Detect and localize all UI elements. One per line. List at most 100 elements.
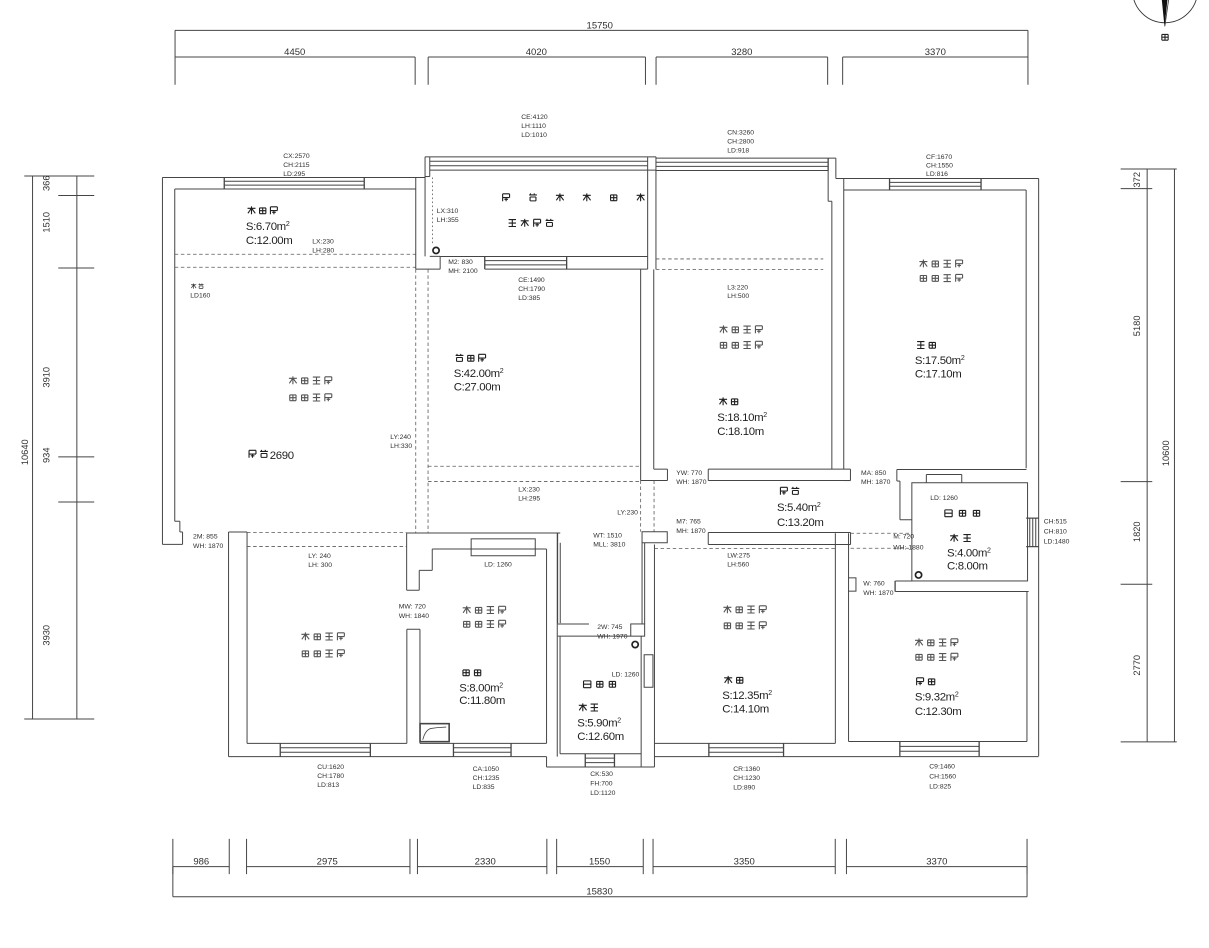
- svg-text:LD:890: LD:890: [733, 784, 755, 791]
- svg-text:WH: 1880: WH: 1880: [893, 544, 923, 551]
- svg-text:CH:1230: CH:1230: [733, 775, 760, 782]
- svg-text:LH:295: LH:295: [518, 495, 540, 502]
- svg-text:3910: 3910: [41, 367, 51, 388]
- svg-text:C:12.60m: C:12.60m: [577, 731, 624, 743]
- svg-text:LD:825: LD:825: [929, 783, 951, 790]
- svg-text:934: 934: [41, 447, 51, 463]
- svg-text:CU:1620: CU:1620: [317, 764, 344, 771]
- svg-text:S:42.00m2: S:42.00m2: [454, 368, 504, 380]
- svg-text:MLL: 3810: MLL: 3810: [593, 541, 625, 548]
- svg-text:LW:275: LW:275: [727, 552, 750, 559]
- svg-text:S:5.40m2: S:5.40m2: [777, 502, 821, 514]
- svg-text:LY: 240: LY: 240: [308, 553, 331, 560]
- svg-text:C:14.10m: C:14.10m: [722, 703, 769, 715]
- svg-text:WH: 1870: WH: 1870: [193, 543, 223, 550]
- svg-text:366: 366: [41, 175, 51, 191]
- svg-text:LD: 1260: LD: 1260: [484, 561, 512, 568]
- svg-text:FH:700: FH:700: [590, 780, 613, 787]
- svg-text:10600: 10600: [1161, 440, 1171, 466]
- svg-text:CH:1560: CH:1560: [929, 773, 956, 780]
- svg-text:M7: 765: M7: 765: [676, 518, 701, 525]
- svg-text:L3:220: L3:220: [727, 284, 748, 291]
- svg-text:372: 372: [1132, 172, 1142, 188]
- svg-text:S:4.00m2: S:4.00m2: [947, 547, 991, 559]
- svg-text:10640: 10640: [20, 439, 30, 465]
- svg-text:C:11.80m: C:11.80m: [459, 695, 505, 707]
- svg-text:LD:1010: LD:1010: [521, 132, 547, 139]
- svg-text:LH: 300: LH: 300: [308, 562, 332, 569]
- svg-text:CE:4120: CE:4120: [521, 114, 548, 121]
- svg-text:S:6.70m2: S:6.70m2: [246, 221, 290, 233]
- svg-text:2M: 855: 2M: 855: [193, 533, 218, 540]
- svg-text:WH: 1870: WH: 1870: [676, 479, 706, 486]
- svg-text:LH:355: LH:355: [437, 217, 459, 224]
- svg-text:M2: 830: M2: 830: [448, 259, 473, 266]
- svg-text:MW: 720: MW: 720: [399, 603, 426, 610]
- svg-text:CH:1780: CH:1780: [317, 773, 344, 780]
- svg-text:3370: 3370: [926, 856, 947, 867]
- svg-text:1510: 1510: [41, 212, 51, 233]
- svg-text:2770: 2770: [1132, 655, 1142, 676]
- svg-text:CH:1235: CH:1235: [473, 775, 500, 782]
- svg-text:LD:1120: LD:1120: [590, 790, 615, 797]
- svg-text:S:12.35m2: S:12.35m2: [722, 690, 772, 702]
- svg-text:C:27.00m: C:27.00m: [454, 381, 501, 393]
- svg-text:3280: 3280: [731, 47, 752, 58]
- svg-text:LH:500: LH:500: [727, 293, 749, 300]
- svg-text:YW: 770: YW: 770: [676, 470, 702, 477]
- svg-text:CH:2800: CH:2800: [727, 138, 754, 145]
- svg-text:2W: 745: 2W: 745: [597, 624, 622, 631]
- svg-text:CH:1790: CH:1790: [518, 286, 545, 293]
- svg-text:LD:816: LD:816: [926, 171, 948, 178]
- svg-text:5180: 5180: [1132, 316, 1142, 337]
- svg-text:LH:280: LH:280: [312, 247, 334, 254]
- svg-text:MH: 2100: MH: 2100: [448, 268, 478, 275]
- svg-text:C:18.10m: C:18.10m: [717, 426, 764, 438]
- svg-text:MH: 1870: MH: 1870: [861, 479, 891, 486]
- svg-text:C:13.20m: C:13.20m: [777, 517, 824, 529]
- svg-text:CH:2115: CH:2115: [283, 162, 310, 169]
- svg-text:CA:1050: CA:1050: [473, 766, 500, 773]
- svg-text:WH: 1840: WH: 1840: [399, 613, 429, 620]
- svg-text:3350: 3350: [734, 856, 755, 867]
- svg-text:2330: 2330: [475, 856, 496, 867]
- svg-text:LH:1110: LH:1110: [521, 123, 546, 130]
- svg-text:CR:1360: CR:1360: [733, 766, 760, 773]
- svg-text:CE:1490: CE:1490: [518, 277, 545, 284]
- svg-text:CF:1670: CF:1670: [926, 154, 952, 161]
- svg-text:S:17.50m2: S:17.50m2: [915, 355, 965, 367]
- svg-text:WH: 1870: WH: 1870: [863, 590, 893, 597]
- svg-text:LX:230: LX:230: [518, 486, 540, 493]
- svg-text:LY:230: LY:230: [617, 509, 638, 516]
- svg-text:LD:918: LD:918: [727, 147, 749, 154]
- svg-text:S:18.10m2: S:18.10m2: [717, 412, 767, 424]
- svg-text:S:9.32m2: S:9.32m2: [915, 691, 959, 703]
- svg-text:1550: 1550: [589, 856, 610, 867]
- svg-text:LH:330: LH:330: [390, 443, 412, 450]
- svg-text:LX:230: LX:230: [312, 238, 334, 245]
- svg-text:15750: 15750: [587, 21, 613, 32]
- svg-text:4020: 4020: [526, 47, 547, 58]
- svg-text:S:8.00m2: S:8.00m2: [459, 682, 503, 694]
- svg-text:W: 760: W: 760: [863, 580, 885, 587]
- svg-text:2975: 2975: [317, 856, 338, 867]
- svg-text:CX:2570: CX:2570: [283, 153, 310, 160]
- svg-text:WH: 1970: WH: 1970: [597, 633, 627, 640]
- svg-text:CK:530: CK:530: [590, 771, 613, 778]
- svg-text:3930: 3930: [41, 625, 51, 646]
- svg-text:LX:310: LX:310: [437, 208, 459, 215]
- svg-text:LH:560: LH:560: [727, 561, 749, 568]
- svg-text:M: 720: M: 720: [893, 533, 914, 540]
- svg-text:S:5.90m2: S:5.90m2: [577, 717, 621, 729]
- svg-text:WT: 1510: WT: 1510: [593, 532, 622, 539]
- svg-text:LD: 1260: LD: 1260: [930, 495, 958, 502]
- svg-text:CH:1550: CH:1550: [926, 162, 953, 169]
- svg-text:MH: 1870: MH: 1870: [676, 528, 706, 535]
- svg-text:986: 986: [193, 856, 209, 867]
- svg-text:LD160: LD160: [190, 292, 210, 299]
- svg-text:LD:385: LD:385: [518, 295, 540, 302]
- svg-text:C:12.30m: C:12.30m: [915, 706, 962, 718]
- svg-text:4450: 4450: [284, 47, 305, 58]
- svg-text:15830: 15830: [586, 887, 612, 898]
- svg-text:C:8.00m: C:8.00m: [947, 560, 988, 572]
